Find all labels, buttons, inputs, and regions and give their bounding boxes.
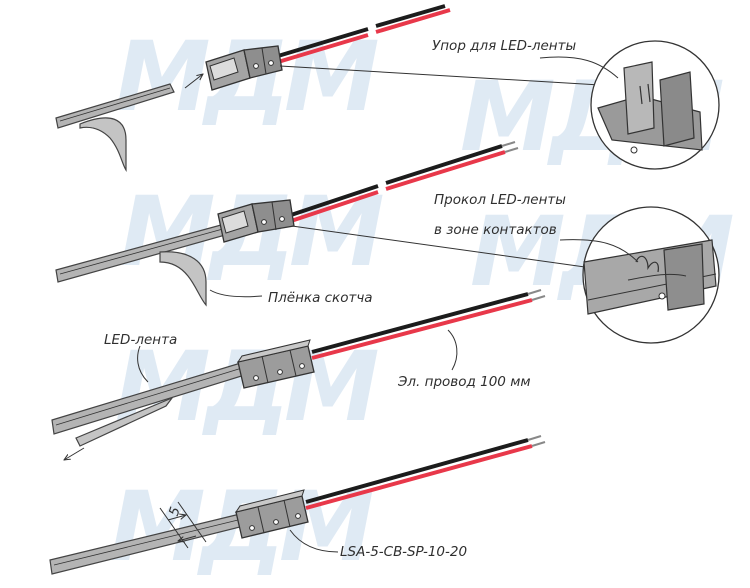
led-strip [55,83,175,129]
label-led-strip: LED-лента [104,332,177,348]
step-1-separate-parts [55,4,601,172]
step-4-final [49,435,546,575]
wire-black [277,27,369,58]
step-2-insert-strip [55,141,593,307]
connector-open [205,45,283,91]
leader-stop [539,56,619,79]
connector-half-closed [217,199,295,243]
adhesive-film [75,396,174,447]
label-stop: Упор для LED-ленты [432,38,576,54]
leader-detail-1 [279,65,601,86]
connector-final [234,489,309,539]
adhesive-film [79,117,127,172]
wire-red [277,33,369,64]
leader-model [289,529,339,553]
label-pierce-line2: в зоне контактов [434,222,557,238]
label-model: LSA-5-CB-SP-10-20 [340,544,467,560]
detail-pierce [582,206,720,344]
leader-lines [137,56,639,553]
connector-closed [236,339,315,389]
peel-arrow [64,447,85,460]
leader-wire [447,329,458,371]
label-pierce-line1: Прокол LED-ленты [434,192,566,208]
label-wire: Эл. провод 100 мм [397,374,531,390]
leader-pierce [559,239,639,263]
dimension-marker [159,501,207,549]
leader-led [137,345,149,383]
leader-film [209,289,263,298]
leader-detail-2 [291,225,593,269]
adhesive-film [159,251,207,307]
insert-arrow [184,74,203,89]
detail-stop [590,40,720,170]
step-3-connected [51,289,546,460]
label-film: Плёнка скотча [268,290,373,306]
